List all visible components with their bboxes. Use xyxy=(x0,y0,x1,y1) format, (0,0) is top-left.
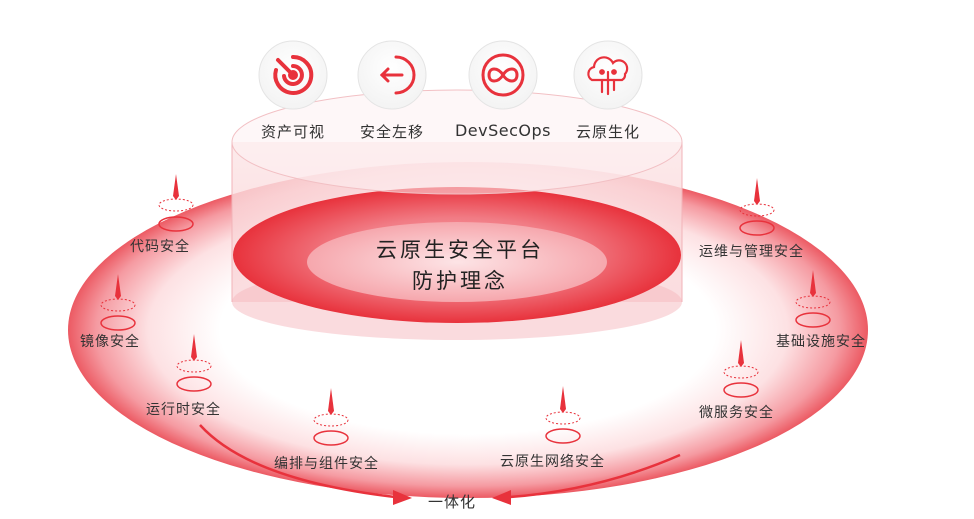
integration-label: 一体化 xyxy=(427,493,476,511)
marker-orchestration xyxy=(313,388,349,446)
concept-label-1: 资产可视 xyxy=(260,123,325,141)
concept-label-3: DevSecOps xyxy=(454,121,551,140)
cylinder-top xyxy=(231,89,683,195)
shift-left-icon xyxy=(379,55,416,95)
concept-label-2: 安全左移 xyxy=(359,123,424,141)
asset-visibility-icon xyxy=(273,54,314,95)
ring-label-infrastructure: 基础设施安全 xyxy=(776,334,866,350)
marker-code xyxy=(158,174,194,232)
concept-icon-3 xyxy=(468,40,538,110)
right-flow-arrow xyxy=(509,453,681,499)
concept-label-4: 云原生化 xyxy=(575,123,640,141)
ring-label-ops: 运维与管理安全 xyxy=(699,244,804,260)
cloud-circuit-icon xyxy=(587,56,629,96)
marker-infrastructure xyxy=(795,270,831,328)
ring-label-image: 镜像安全 xyxy=(80,334,140,350)
left-arrow-head xyxy=(393,490,412,505)
marker-ops xyxy=(739,178,775,236)
center-title-line1: 云原生安全平台 xyxy=(376,238,544,262)
platform-cylinder xyxy=(231,89,683,340)
ring-label-orchestration: 编排与组件安全 xyxy=(274,456,379,472)
concept-icon-2 xyxy=(357,40,427,110)
infinity-loop-icon xyxy=(481,53,525,97)
ring-label-microservice: 微服务安全 xyxy=(699,405,774,421)
left-flow-arrow xyxy=(199,424,396,499)
marker-runtime xyxy=(176,334,212,392)
marker-microservice xyxy=(723,340,759,398)
marker-image xyxy=(100,274,136,331)
concept-icon-1 xyxy=(258,40,328,110)
right-arrow-head xyxy=(492,490,511,505)
marker-network xyxy=(545,386,581,444)
ring-label-runtime: 运行时安全 xyxy=(146,402,221,418)
concept-icon-4 xyxy=(573,40,643,110)
ring-label-code: 代码安全 xyxy=(130,239,190,255)
inner-disc xyxy=(307,222,607,302)
ring-label-network: 云原生网络安全 xyxy=(500,454,605,470)
center-title-line2: 防护理念 xyxy=(412,269,508,293)
